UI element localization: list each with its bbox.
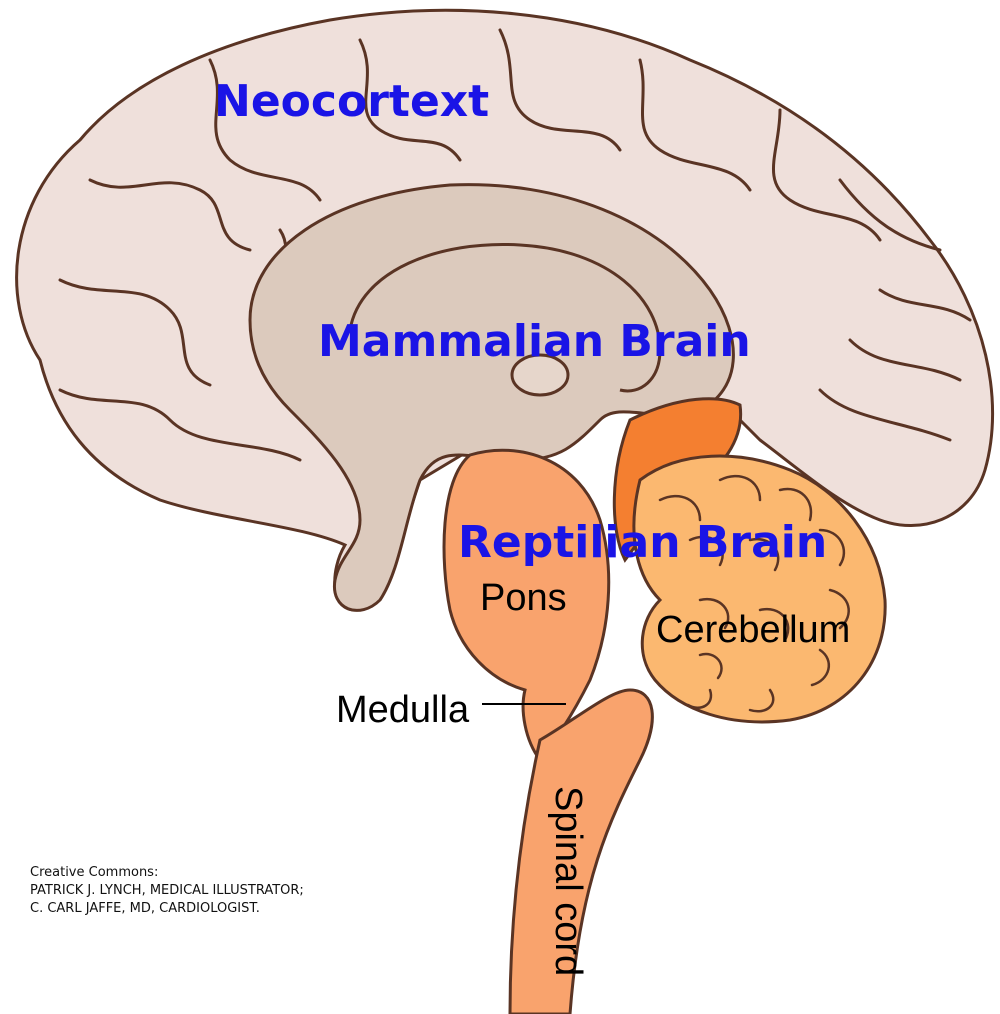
label-pons: Pons [480,577,567,619]
label-medulla: Medulla [336,689,470,731]
credit-block: Creative Commons: PATRICK J. LYNCH, MEDI… [30,864,304,918]
cerebellum-shape [632,454,887,724]
label-spinal-cord: Spinal cord [547,786,589,976]
limbic-arcs [348,242,662,397]
credit-line-3: C. CARL JAFFE, MD, CARDIOLOGIST. [30,901,260,916]
label-cerebellum: Cerebellum [656,609,850,651]
label-neocortex: Neocortext [214,76,489,127]
gyri-folds [58,28,972,462]
credit-line-1: Creative Commons: [30,865,159,880]
label-mammalian-brain: Mammalian Brain [318,316,751,367]
spinal-cord [508,688,654,1014]
cerebellum-folia [658,474,850,713]
label-reptilian-brain: Reptilian Brain [458,517,827,568]
credit-line-2: PATRICK J. LYNCH, MEDICAL ILLUSTRATOR; [30,883,304,898]
